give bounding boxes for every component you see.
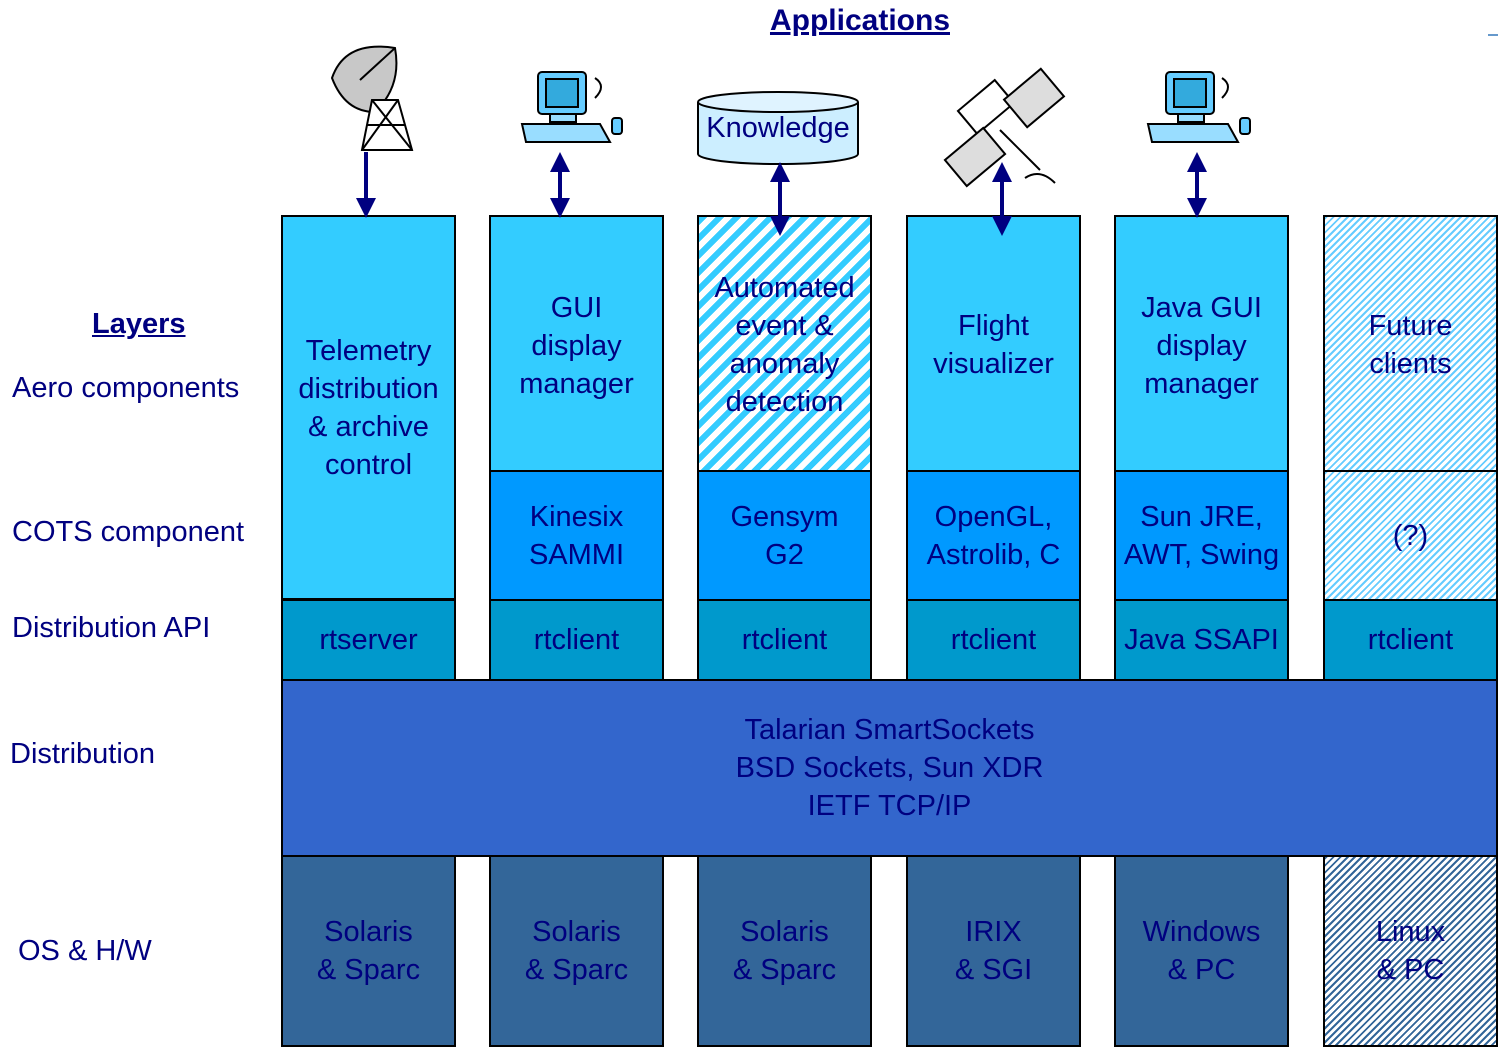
aero-box-anomaly-detection: Automated event & anomaly detection bbox=[697, 215, 872, 472]
layer-label-cots: COTS component bbox=[12, 516, 245, 548]
knowledge-label: Knowledge bbox=[706, 112, 850, 144]
satellite-dish-icon bbox=[330, 45, 414, 151]
cots-box-kinesix: Kinesix SAMMI bbox=[489, 470, 664, 601]
diagram-title: Applications bbox=[769, 4, 950, 37]
layer-label-api: Distribution API bbox=[12, 612, 211, 644]
os-box-solaris-1: Solaris & Sparc bbox=[281, 855, 456, 1047]
api-box-rtclient-2: rtclient bbox=[489, 599, 664, 681]
api-box-rtclient-4: rtclient bbox=[906, 599, 1081, 681]
os-box-windows: Windows & PC bbox=[1114, 855, 1289, 1047]
os-box-solaris-3: Solaris & Sparc bbox=[697, 855, 872, 1047]
distribution-band: Talarian SmartSockets BSD Sockets, Sun X… bbox=[281, 679, 1498, 857]
aero-box-flight-visualizer: Flight visualizer bbox=[906, 215, 1081, 472]
layer-label-aero: Aero components bbox=[12, 372, 240, 404]
api-box-rtclient-3: rtclient bbox=[697, 599, 872, 681]
layer-label-os: OS & H/W bbox=[18, 935, 152, 967]
api-box-rtserver: rtserver bbox=[281, 599, 456, 681]
os-box-solaris-2: Solaris & Sparc bbox=[489, 855, 664, 1047]
cots-box-opengl: OpenGL, Astrolib, C bbox=[906, 470, 1081, 601]
layers-heading: Layers bbox=[92, 308, 186, 340]
os-box-linux: Linux & PC bbox=[1323, 855, 1498, 1047]
aero-box-java-gui: Java GUI display manager bbox=[1114, 215, 1289, 472]
cots-box-unknown: (?) bbox=[1323, 470, 1498, 601]
os-box-irix: IRIX & SGI bbox=[906, 855, 1081, 1047]
satellite-icon bbox=[943, 67, 1066, 188]
cots-box-gensym: Gensym G2 bbox=[697, 470, 872, 601]
api-box-java-ssapi: Java SSAPI bbox=[1114, 599, 1289, 681]
aero-box-future-clients: Future clients bbox=[1323, 215, 1498, 472]
computer-workstation-icon bbox=[520, 71, 623, 143]
computer-workstation-icon bbox=[1146, 71, 1251, 143]
corner-mark bbox=[1488, 34, 1498, 36]
layer-label-distribution: Distribution bbox=[10, 738, 156, 770]
